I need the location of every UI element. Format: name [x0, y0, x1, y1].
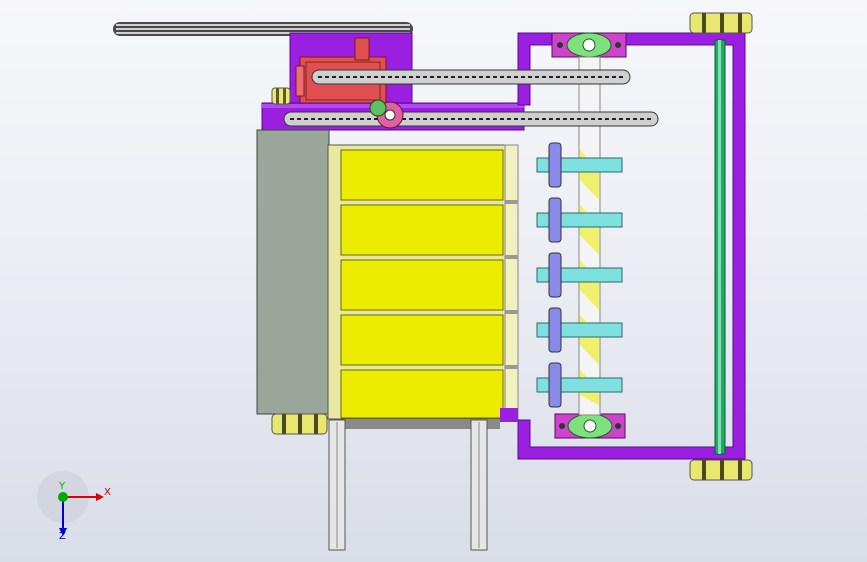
right-leg[interactable] — [470, 419, 488, 551]
upper-drive-chain[interactable] — [311, 69, 631, 85]
lower-drive-chain[interactable] — [283, 111, 659, 127]
tray-rails — [504, 144, 519, 420]
guide-rod-highlight — [718, 40, 721, 454]
tray-2[interactable] — [340, 204, 504, 256]
tray-5[interactable] — [340, 369, 504, 419]
left-leg[interactable] — [328, 419, 346, 551]
triad-z-axis-label: Z — [59, 531, 66, 542]
left-roller-bottom[interactable] — [271, 413, 328, 435]
tray-4[interactable] — [340, 314, 504, 366]
tray-3[interactable] — [340, 259, 504, 311]
paddle-3[interactable] — [536, 252, 623, 298]
hopper-inner-bottom — [345, 419, 500, 429]
right-roller-top[interactable] — [689, 12, 753, 34]
triad-y-axis-label: Y — [59, 481, 66, 492]
drive-sprocket[interactable] — [369, 99, 404, 129]
right-roller-bottom[interactable] — [689, 459, 753, 481]
frame-tab — [500, 408, 518, 422]
reference-triad[interactable] — [37, 471, 104, 536]
top-bearing-block[interactable] — [551, 32, 627, 58]
paddle-5[interactable] — [536, 362, 623, 408]
left-roller-top[interactable] — [271, 87, 291, 105]
right-frame[interactable] — [517, 32, 746, 460]
tray-1[interactable] — [340, 149, 504, 201]
paddle-1[interactable] — [536, 142, 623, 188]
side-panel[interactable] — [256, 129, 330, 415]
triad-origin — [58, 492, 68, 502]
triad-x-axis-label: X — [104, 487, 111, 498]
paddle-2[interactable] — [536, 197, 623, 243]
bottom-bearing-block[interactable] — [554, 413, 626, 439]
paddle-4[interactable] — [536, 307, 623, 353]
